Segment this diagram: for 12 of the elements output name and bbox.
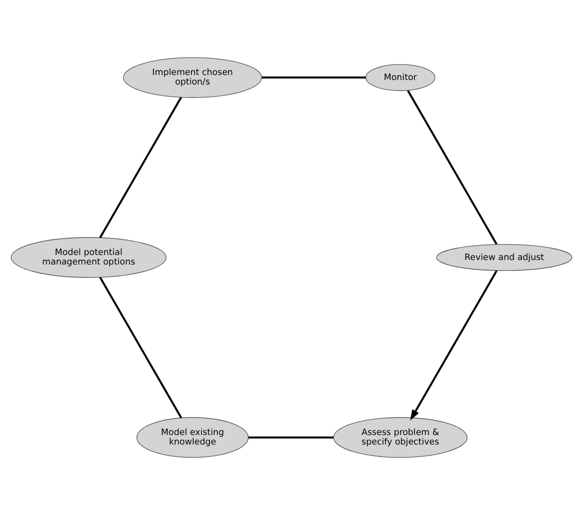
connector: [99, 276, 182, 418]
connector: [406, 90, 498, 245]
node-ellipse: Model existing knowledge: [136, 417, 249, 458]
node-ellipse: Implement chosen option/s: [123, 57, 262, 98]
connector: [262, 76, 366, 79]
node-ellipse: Model potential management options: [10, 237, 166, 278]
arrow: [410, 270, 498, 420]
node-ellipse: Monitor: [365, 64, 436, 91]
connector: [248, 436, 334, 438]
node-ellipse: Assess problem & specify objectives: [333, 417, 468, 458]
node-ellipse: Review and adjust: [436, 244, 572, 271]
connector: [99, 96, 182, 238]
